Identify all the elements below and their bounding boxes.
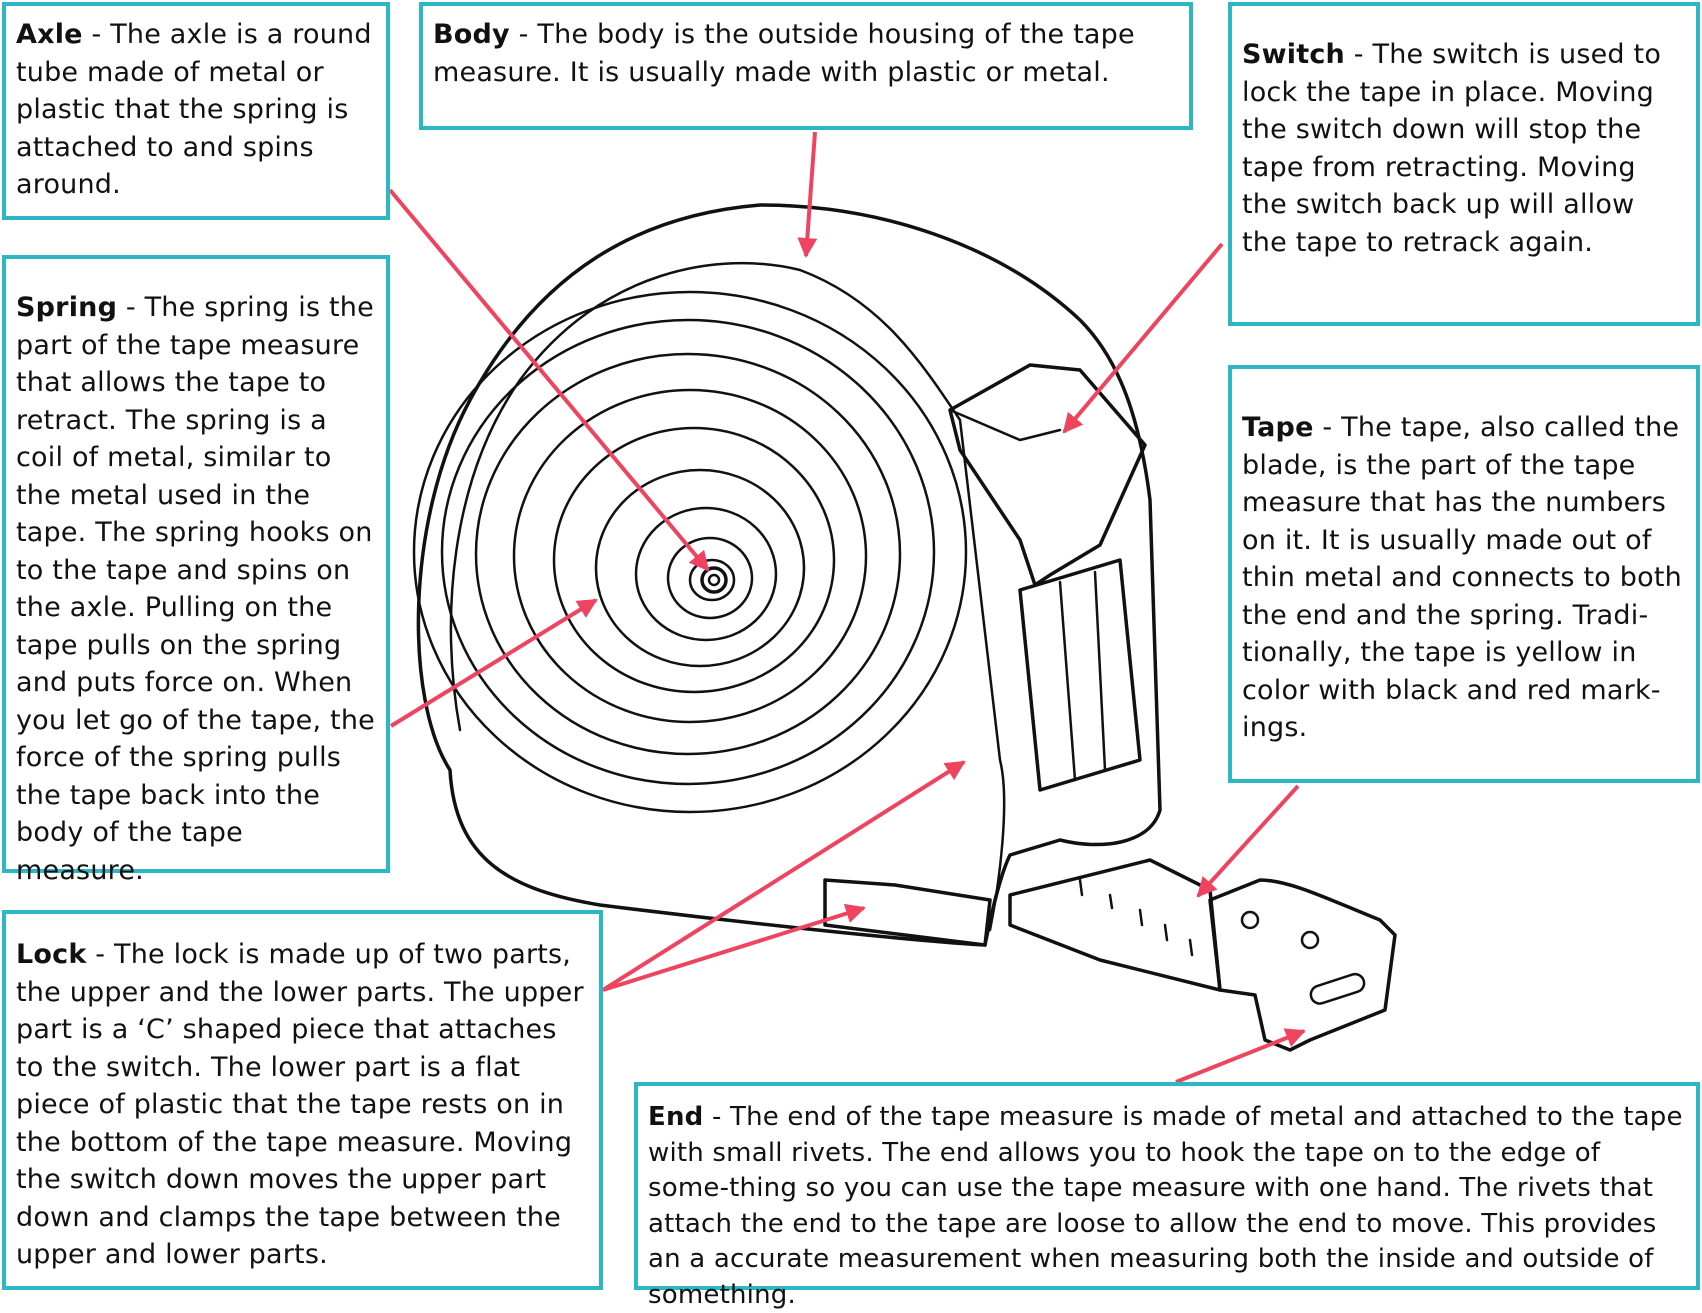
callout-body: Body - The body is the outside housing o…	[419, 2, 1193, 130]
separator: -	[117, 292, 145, 323]
label-lock: Lock	[16, 939, 87, 970]
axle-arrow	[388, 188, 710, 572]
label-switch: Switch	[1242, 39, 1345, 70]
end-arrow	[1175, 1028, 1306, 1084]
tape-measure-drawing	[412, 203, 1397, 1052]
label-spring: Spring	[16, 292, 118, 323]
label-end: End	[648, 1102, 704, 1132]
tape-markings	[1078, 878, 1194, 957]
axle	[700, 566, 728, 594]
description-body: The body is the outside housing of the t…	[433, 19, 1135, 88]
callout-spring: Spring - The spring is the part of the t…	[2, 255, 390, 886]
rivet	[1300, 930, 1320, 950]
description-axle: The axle is a round tube made of metal o…	[16, 19, 372, 200]
switch-track	[1018, 558, 1142, 792]
spring-coil	[412, 290, 968, 814]
description-tape: The tape, also called the blade, is the …	[1242, 412, 1682, 743]
callout-axle: Axle - The axle is a round tube made of …	[2, 2, 390, 220]
separator: -	[509, 19, 538, 50]
description-switch: The switch is used to lock the tape in p…	[1242, 39, 1662, 258]
callout-end: End - The end of the tape measure is mad…	[634, 1082, 1700, 1310]
housing-inner-outline	[449, 261, 1006, 932]
description-end: The end of the tape measure is made of m…	[648, 1102, 1683, 1310]
label-axle: Axle	[16, 19, 83, 50]
separator: -	[1313, 412, 1342, 443]
description-spring: The spring is the part of the tape measu…	[16, 292, 375, 886]
label-tape: Tape	[1242, 412, 1314, 443]
callout-tape: Tape - The tape, also called the blade, …	[1228, 365, 1700, 783]
lower-lock	[823, 878, 992, 947]
label-body: Body	[433, 19, 510, 50]
rivet	[1240, 910, 1260, 930]
separator: -	[1344, 39, 1373, 70]
body-arrow	[797, 131, 818, 258]
switch	[948, 363, 1147, 587]
lock-arrow-upper	[601, 760, 966, 992]
separator: -	[86, 939, 115, 970]
pointer-arrows	[388, 131, 1306, 1084]
housing-outline	[416, 203, 1162, 947]
switch-arrow	[1062, 242, 1224, 434]
description-lock: The lock is made up of two parts, the up…	[16, 939, 584, 1270]
end-slot	[1309, 972, 1366, 1005]
tape-arrow	[1196, 784, 1300, 898]
separator: -	[82, 19, 111, 50]
callout-lock: Lock - The lock is made up of two parts,…	[2, 910, 603, 1290]
spring-arrow	[389, 598, 598, 728]
separator: -	[703, 1102, 730, 1132]
end-hook	[1208, 878, 1397, 1052]
lock-arrow-lower	[602, 903, 866, 992]
tape-blade	[1008, 858, 1222, 992]
callout-switch: Switch - The switch is used to lock the …	[1228, 2, 1700, 326]
